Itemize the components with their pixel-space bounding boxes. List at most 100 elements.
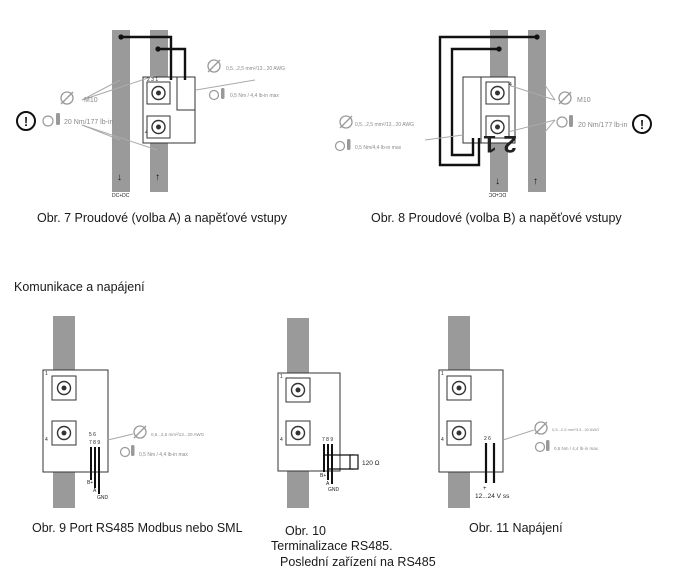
screw-icon [495,90,500,96]
screw-icon [156,124,161,130]
wire-spec: 0,5...2,5 mm²/13...20 AWG [355,122,414,128]
wrench-size-icon [534,421,548,435]
busbar-right [528,30,546,192]
big-terminal-label: 2 1 [483,130,516,157]
terminal-number: 4 [145,130,148,136]
torque-icon [42,115,54,127]
screw-icon [295,430,301,436]
figure-9: 1 4 5 6 7 8 9 B+ A GND 0,5...2,5 mm²/13.… [42,316,205,508]
wire-node [155,46,161,52]
section-title: Komunikace a napájení [14,280,145,294]
leader-line [195,79,256,91]
wire-spec: 0,5...2,5 mm²/13...20 AWG [552,427,599,432]
wrench-size-icon [339,115,353,129]
torque-icon [569,115,573,127]
terminal-number: 1 [45,371,48,377]
sense-wire [158,47,187,80]
signal-label: GND [328,487,340,493]
screwdriver-icon [119,446,131,458]
warning-symbol: ! [24,114,28,129]
figure-8: 4 2 1 0,5...2,5 mm²/13...20 AWG 0,5 Nm/4… [334,30,652,197]
torque-small: 0,5 Nm/4,4 lb-in max [355,145,402,151]
down-arrow-icon: ↓ [117,172,122,183]
screwdriver-icon [534,441,546,453]
leader-line [81,79,121,101]
bolt-torque: 20 Nm/177 lb-in [578,122,628,129]
sense-wire [450,47,499,157]
wire-spec: 0,5...2,5 mm²/13...20 AWG [151,432,205,437]
figure-10-caption-line1: Obr. 10 [285,524,326,538]
resistor-icon [349,454,359,470]
sense-wire [121,35,173,80]
figure-7: ! M10 20 Nm/177 lb-in 0,5...2,5 mm²/13..… [16,30,285,199]
pin-numbers: 7 8 9 [89,440,100,446]
wrench-size-icon [558,91,572,105]
screwdriver-icon [208,89,220,101]
down-arrow-icon: ↓ [495,176,500,187]
torque-icon [556,116,568,128]
wire-node [118,34,124,40]
screw-icon [61,385,67,391]
pin-numbers: 5 6 [89,432,96,438]
bolt-torque: 20 Nm/177 lb-in [64,119,114,126]
supply-voltage: 12...24 V ss [475,493,510,500]
wrench-size-icon [60,91,74,105]
terminal-block [462,76,482,144]
screw-icon [456,430,462,436]
signal-label: B+ [320,473,326,479]
figure-11: 1 4 2 6 + 12...24 V ss 0,5...2,5 mm²/13.… [438,316,599,508]
terminal-bottom [51,420,77,446]
leader-line [502,429,535,441]
signal-label: B+ [87,480,93,486]
wrench-size-icon [558,91,572,105]
resistor-value: 120 Ω [362,460,380,467]
leader-line [544,84,556,101]
terminal-number: 4 [45,437,48,443]
wire-node [534,34,540,40]
torque-small: 0,5 Nm / 4,4 lb-in max [554,446,599,451]
figure-9-caption: Obr. 9 Port RS485 Modbus nebo SML [32,521,243,535]
warning-icon [632,114,652,134]
torque-small: 0,5 Nm / 4,4 lb-in max [230,93,279,99]
signal-label: A [93,488,97,494]
terminal-bottom [446,420,472,446]
pin-numbers: 7 8 9 [322,437,333,443]
terminal-number: 1 [441,371,444,377]
wrench-size-icon [207,59,221,73]
screwdriver-icon [546,440,550,451]
terminal-number: 4 [280,437,283,443]
supply-sign: + [483,486,487,492]
leader-line [544,119,556,133]
screw-icon [156,90,161,96]
terminal-block [176,76,196,111]
figure-10-caption-line3: Poslední zařízení na RS485 [280,555,436,569]
signal-label: GND [97,495,109,501]
torque-icon [56,113,60,125]
figure-8-caption: Obr. 8 Proudové (volba B) a napěťové vst… [371,211,622,225]
screw-icon [61,430,67,436]
warning-symbol: ! [640,117,644,132]
wire-spec: 0,5...2,5 mm²/13...20 AWG [226,66,285,72]
terminal-top [446,375,472,401]
leader-line [424,134,464,141]
leader-line [81,74,158,101]
figure-10: 1 4 7 8 9 120 Ω B+ A GND [277,318,380,508]
screw-icon [456,385,462,391]
leader-line [107,433,134,441]
wrench-size-icon [60,91,74,105]
figure-7-caption: Obr. 7 Proudové (volba A) a napěťové vst… [37,211,287,225]
pin-numbers: 2 6 [484,436,491,442]
warning-icon [16,111,36,131]
wrench-size-icon [133,425,147,439]
figure-11-caption: Obr. 11 Napájení [469,521,563,535]
up-arrow-icon: ↑ [155,172,160,183]
figure-10-caption-line2: Terminalizace RS485. [271,539,393,553]
wrench-size-icon [534,421,548,435]
leader-line [507,119,556,133]
sense-wire [438,35,537,167]
wrench-size-icon [133,425,147,439]
screw-icon [495,124,500,130]
screwdriver-icon [131,445,135,456]
wrench-size-icon [339,115,353,129]
terminal-number: 4 [509,82,512,88]
